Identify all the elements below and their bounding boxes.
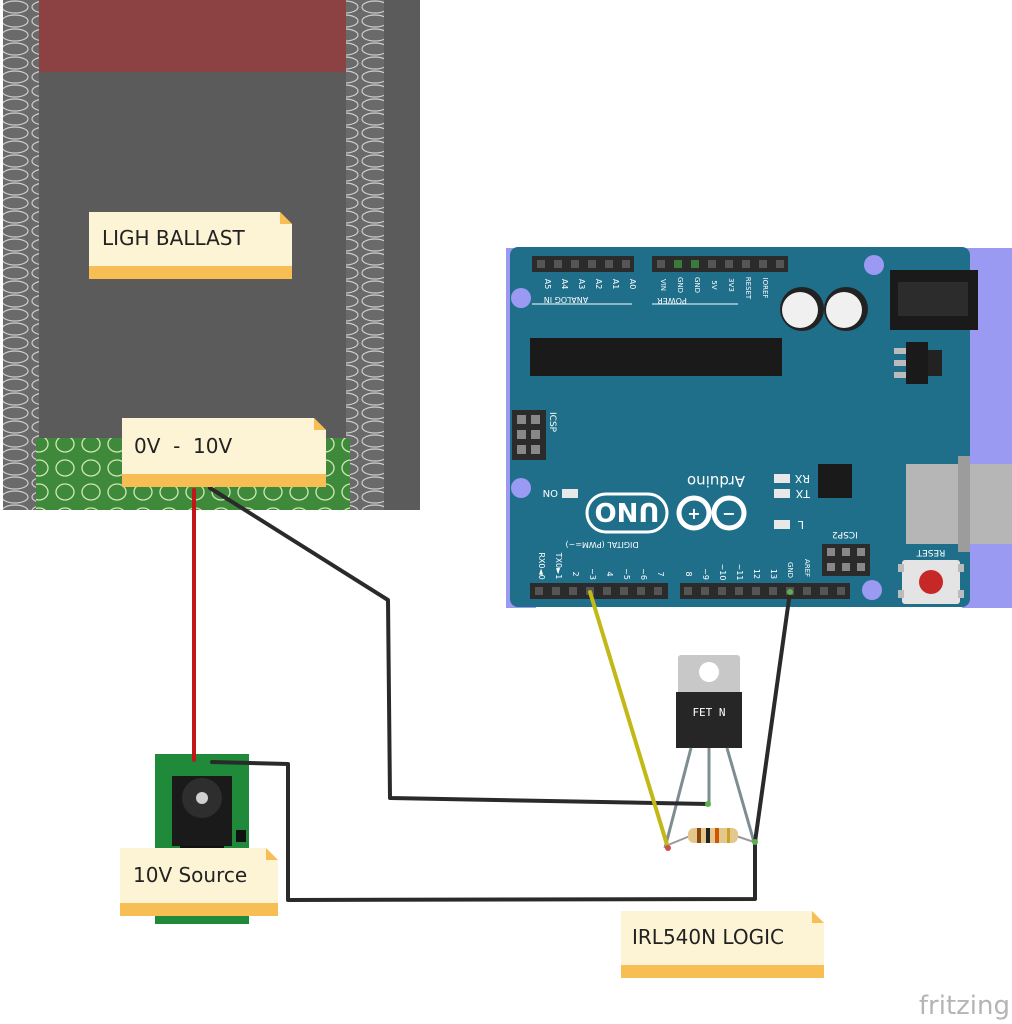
pin-label: ~5 [622,568,631,580]
pin-label: ~10 [718,564,727,581]
pin-label: ~11 [735,564,744,581]
digital-pin-labels: RX0◄0 TX0►1 2 ~3 4 ~5 ~6 7 8 ~9 ~10 ~11 … [537,552,811,581]
pin-label: 8 [684,571,693,576]
pin-label: A2 [594,279,603,290]
pin-label: ~6 [639,568,648,580]
black-wire-ballast-to-drain [208,486,710,806]
atmega-chip [530,338,782,376]
note-control: 0V - 10V [122,418,326,487]
pin-label: GND [676,277,684,293]
pin-label: 4 [605,571,614,576]
fritzing-watermark: fritzing [919,991,1010,1021]
power-label: POWER [657,296,687,305]
pin-label: A0 [628,279,637,290]
on-led-label: ON [543,487,558,498]
ballast-left-coil [3,0,39,510]
rx-led-label: RX [794,472,810,485]
l-led-label: L [797,518,804,531]
brand-label: Arduino [687,472,745,490]
pin-label: 3V3 [727,278,735,292]
note-ballast: LIGH BALLAST [89,212,292,279]
mounting-hole [511,288,531,308]
tx-led [774,489,790,498]
pin-label: A4 [560,279,569,290]
note-source-text: 10V Source [133,863,247,887]
pin-label: A1 [611,279,620,290]
pin-label: ~9 [701,568,710,580]
svg-text:−: − [722,504,735,523]
pin-label: IOREF [761,278,769,299]
pin-label: GND [693,277,701,293]
pin-label: 12 [752,569,761,579]
mosfet-body [676,692,742,748]
pin-label: 5V [710,280,718,289]
digital-label: DIGITAL (PWM=~) [565,540,638,549]
mounting-hole [862,580,882,600]
note-control-text: 0V - 10V [134,434,233,458]
analog-label: ANALOG IN [544,295,589,304]
pin-label: GND [786,562,794,578]
icsp-label: ICSP [547,412,557,433]
pin-label: VIN [659,279,667,291]
ballast-top-cap [39,0,346,72]
voltage-regulator [906,342,928,384]
model-label: UNO [595,496,660,526]
yellow-wire-pin3 [588,590,670,850]
l-led [774,520,790,529]
pin-label: 2 [571,571,580,576]
power-header [652,256,788,272]
reset-label: RESET [916,547,945,557]
on-led [562,489,578,498]
resistor [667,828,755,846]
power-pin-labels: VIN GND GND 5V 3V3 RESET IOREF POWER [652,277,769,305]
pin-label: TX0►1 [554,552,563,580]
icsp2-label: ICSP2 [832,529,858,539]
pin-label: AREF [803,559,811,577]
pin-label: A3 [577,279,586,290]
analog-pin-labels: A5 A4 A3 A2 A1 A0 ANALOG IN [532,279,637,305]
pin-label: ~3 [588,568,597,580]
analog-header [532,256,634,272]
rx-led [774,474,790,483]
arduino-pcb [510,247,970,607]
pin-label: A5 [543,279,552,290]
note-ballast-text: LIGH BALLAST [102,226,245,250]
black-wire-jack-to-ground [210,760,757,902]
ballast-right-coil [346,0,384,510]
wires [192,486,793,902]
icsp2-header: ICSP2 [822,529,870,576]
note-mosfet-text: IRL540N LOGIC [632,925,784,949]
arduino-uno-board: A5 A4 A3 A2 A1 A0 ANALOG IN VIN GND GND … [506,247,1012,608]
digital-header-low [530,583,668,599]
black-wire-arduino-gnd [753,590,792,844]
note-mosfet: IRL540N LOGIC [621,911,824,978]
pin-label: RX0◄0 [537,552,546,579]
tx-led-label: TX [795,487,811,500]
arduino-logo: UNO + − Arduino [585,472,747,534]
pin-label: 7 [656,571,665,576]
pin-label: 13 [769,569,778,579]
mounting-hole [864,255,884,275]
pin-label: RESET [744,277,752,300]
reset-button[interactable]: RESET [898,547,964,604]
irl540n-mosfet: FET N [663,655,756,849]
icsp-header: ICSP [512,410,557,460]
mosfet-marking: FET N [692,706,725,719]
note-source: 10V Source [120,848,278,916]
svg-text:+: + [687,504,700,523]
mounting-hole [511,478,531,498]
usb-interface-chip [818,464,852,498]
